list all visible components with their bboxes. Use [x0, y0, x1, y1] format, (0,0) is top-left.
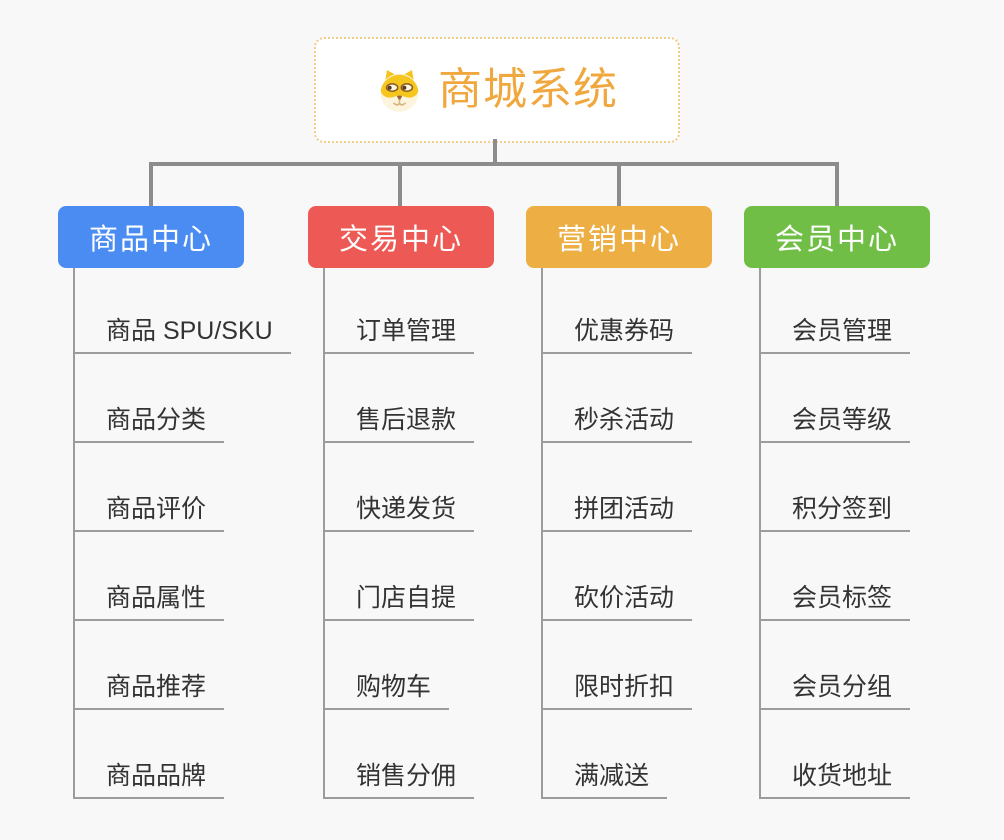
leaf-node[interactable]: 会员管理 [761, 317, 911, 354]
shiba-dog-face-icon [380, 69, 419, 112]
leaf-row: 商品分类 [75, 354, 291, 443]
leaf-row: 限时折扣 [543, 621, 693, 710]
leaf-node[interactable]: 售后退款 [325, 406, 475, 443]
leaf-row: 满减送 [543, 710, 692, 799]
root-node-mall-system[interactable]: 商城系统 [314, 37, 680, 143]
branch-node-marketing-center[interactable]: 营销中心 [526, 206, 712, 268]
connector-drop-marketing [617, 164, 621, 207]
leaf-row: 会员分组 [761, 621, 911, 710]
leaf-node[interactable]: 限时折扣 [543, 673, 693, 710]
leaf-node[interactable]: 会员等级 [761, 406, 911, 443]
branch-children: 订单管理售后退款快递发货门店自提购物车销售分佣 [323, 268, 475, 799]
leaf-node[interactable]: 会员分组 [761, 673, 911, 710]
branch-node-trade-center[interactable]: 交易中心 [308, 206, 494, 268]
leaf-node[interactable]: 商品品牌 [75, 762, 225, 799]
branch-product-center: 商品中心商品 SPU/SKU 商品分类商品评价商品属性商品推荐商品品牌 [58, 206, 291, 799]
leaf-row: 优惠券码 [543, 268, 693, 354]
branch-children: 会员管理会员等级积分签到会员标签会员分组收货地址 [759, 268, 911, 799]
leaf-row: 会员等级 [761, 354, 911, 443]
leaf-row: 收货地址 [761, 710, 911, 799]
leaf-node[interactable]: 秒杀活动 [543, 406, 693, 443]
leaf-row: 商品推荐 [75, 621, 291, 710]
leaf-node[interactable]: 门店自提 [325, 584, 475, 621]
leaf-node[interactable]: 收货地址 [761, 762, 911, 799]
root-node-label: 商城系统 [438, 65, 618, 114]
leaf-node[interactable]: 商品分类 [75, 406, 225, 443]
leaf-row: 商品评价 [75, 443, 291, 532]
branch-marketing-center: 营销中心优惠券码秒杀活动拼团活动砍价活动限时折扣满减送 [526, 206, 712, 799]
leaf-node[interactable]: 商品推荐 [75, 673, 225, 710]
leaf-row: 商品 SPU/SKU [75, 268, 291, 354]
leaf-row: 砍价活动 [543, 532, 693, 621]
branch-member-center: 会员中心会员管理会员等级积分签到会员标签会员分组收货地址 [744, 206, 930, 799]
connector-root-drop [493, 139, 497, 164]
leaf-row: 积分签到 [761, 443, 911, 532]
leaf-node[interactable]: 商品属性 [75, 584, 225, 621]
leaf-node[interactable]: 购物车 [325, 673, 450, 710]
connector-drop-product [149, 164, 153, 207]
leaf-row: 快递发货 [325, 443, 475, 532]
branch-children: 优惠券码秒杀活动拼团活动砍价活动限时折扣满减送 [541, 268, 693, 799]
leaf-row: 订单管理 [325, 268, 475, 354]
leaf-node[interactable]: 快递发货 [325, 495, 475, 532]
leaf-row: 商品属性 [75, 532, 291, 621]
connector-horizontal-rail [149, 162, 839, 166]
leaf-row: 售后退款 [325, 354, 475, 443]
leaf-node[interactable]: 砍价活动 [543, 584, 693, 621]
leaf-row: 会员标签 [761, 532, 911, 621]
leaf-node[interactable]: 拼团活动 [543, 495, 693, 532]
leaf-node[interactable]: 会员标签 [761, 584, 911, 621]
leaf-row: 销售分佣 [325, 710, 475, 799]
leaf-node[interactable]: 销售分佣 [325, 762, 475, 799]
leaf-node[interactable]: 商品评价 [75, 495, 225, 532]
branch-node-member-center[interactable]: 会员中心 [744, 206, 930, 268]
branch-node-product-center[interactable]: 商品中心 [58, 206, 244, 268]
leaf-node[interactable]: 积分签到 [761, 495, 911, 532]
leaf-row: 购物车 [325, 621, 474, 710]
leaf-node[interactable]: 满减送 [543, 762, 668, 799]
leaf-row: 商品品牌 [75, 710, 291, 799]
connector-drop-trade [398, 164, 402, 207]
leaf-node[interactable]: 优惠券码 [543, 317, 693, 354]
leaf-row: 秒杀活动 [543, 354, 693, 443]
connector-drop-member [835, 164, 839, 207]
branch-children: 商品 SPU/SKU 商品分类商品评价商品属性商品推荐商品品牌 [73, 268, 291, 799]
leaf-node[interactable]: 商品 SPU/SKU [75, 317, 291, 354]
leaf-row: 门店自提 [325, 532, 475, 621]
leaf-node[interactable]: 订单管理 [325, 317, 475, 354]
leaf-row: 会员管理 [761, 268, 911, 354]
branch-trade-center: 交易中心订单管理售后退款快递发货门店自提购物车销售分佣 [308, 206, 494, 799]
leaf-row: 拼团活动 [543, 443, 693, 532]
